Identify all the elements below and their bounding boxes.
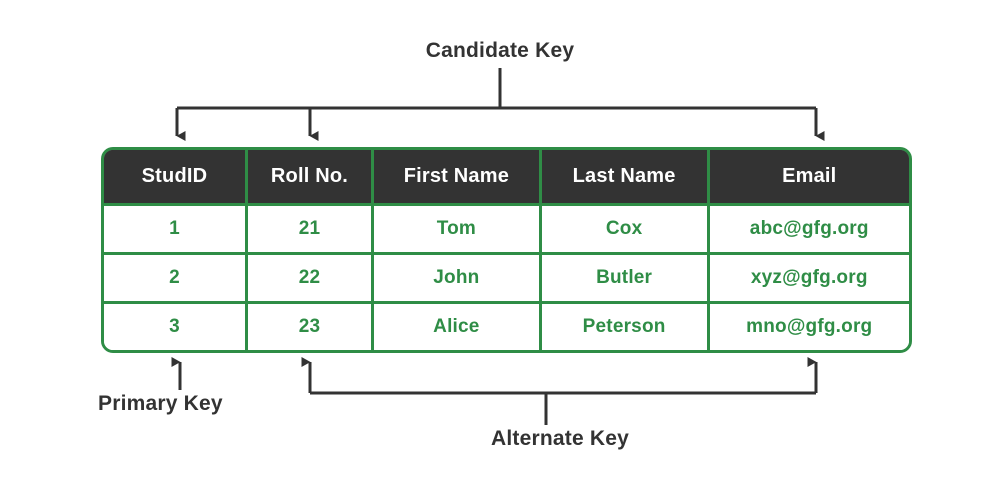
cell-first-name: Tom <box>374 206 542 252</box>
table-row: 3 23 Alice Peterson mno@gfg.org <box>104 301 909 350</box>
cell-first-name: Alice <box>374 304 542 350</box>
cell-rollno: 21 <box>247 206 374 252</box>
cell-first-name: John <box>374 255 542 301</box>
table-row: 1 21 Tom Cox abc@gfg.org <box>104 203 909 252</box>
cell-rollno: 23 <box>247 304 374 350</box>
cell-last-name: Cox <box>541 206 710 252</box>
cell-studid: 3 <box>104 304 248 350</box>
column-header-studid: StudID <box>104 150 248 203</box>
cell-studid: 1 <box>104 206 248 252</box>
candidate-key-label: Candidate Key <box>425 39 575 62</box>
column-header-first-name: First Name <box>374 150 542 203</box>
alternate-key-connector <box>301 357 818 425</box>
column-header-email: Email <box>709 150 909 203</box>
column-header-rollno: Roll No. <box>247 150 374 203</box>
primary-key-label: Primary Key <box>98 392 223 415</box>
student-relation-table: StudID Roll No. First Name Last Name Ema… <box>101 147 912 353</box>
table-header-row: StudID Roll No. First Name Last Name Ema… <box>104 150 909 203</box>
cell-last-name: Peterson <box>541 304 710 350</box>
cell-rollno: 22 <box>247 255 374 301</box>
column-header-last-name: Last Name <box>541 150 710 203</box>
candidate-key-connector <box>175 68 825 141</box>
cell-last-name: Butler <box>541 255 710 301</box>
alternate-key-label: Alternate Key <box>491 427 629 450</box>
table-row: 2 22 John Butler xyz@gfg.org <box>104 252 909 301</box>
cell-email: abc@gfg.org <box>709 206 909 252</box>
cell-email: xyz@gfg.org <box>709 255 909 301</box>
cell-email: mno@gfg.org <box>709 304 909 350</box>
cell-studid: 2 <box>104 255 248 301</box>
